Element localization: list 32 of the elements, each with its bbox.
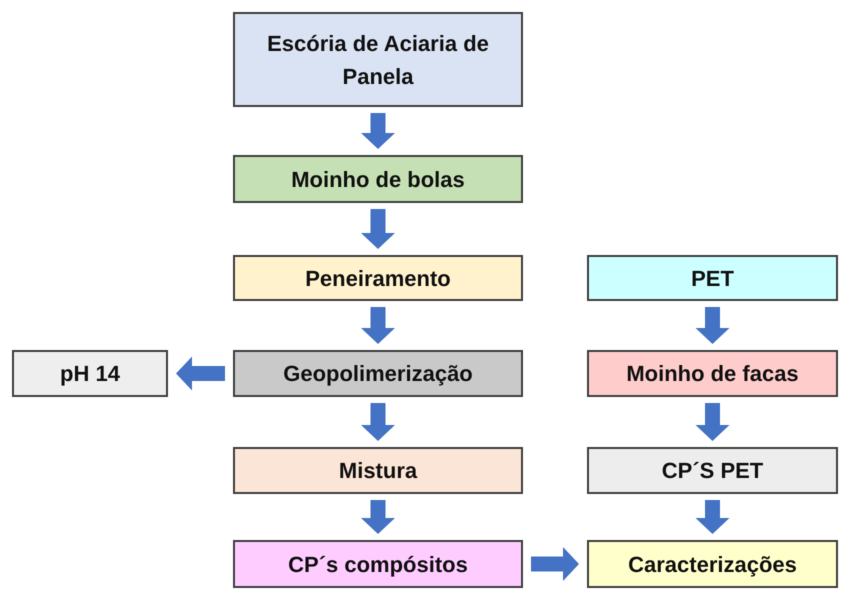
box-label: Peneiramento [305, 264, 451, 292]
box-label: CP´s compósitos [288, 550, 468, 579]
process-box [587, 350, 838, 397]
block-arrow [361, 403, 395, 441]
box-label: Mistura [338, 457, 418, 485]
block-arrow [696, 500, 730, 534]
block-arrow [361, 307, 395, 344]
block-arrow [696, 403, 730, 441]
process-box [233, 540, 523, 588]
process-box [233, 447, 523, 494]
block-arrow [361, 500, 395, 534]
process-box [587, 255, 838, 301]
process-box [233, 350, 523, 397]
process-box [12, 350, 168, 397]
box-label: Moinho de facas [626, 360, 799, 388]
process-box [587, 540, 838, 588]
process-box [233, 255, 523, 301]
process-box [233, 12, 523, 107]
box-label: Geopolimerização [283, 360, 473, 388]
box-label: Caracterizações [628, 550, 797, 579]
box-label: pH 14 [60, 360, 120, 388]
block-arrow [361, 209, 395, 249]
process-box [233, 155, 523, 203]
box-label: CP´S PET [662, 457, 764, 485]
box-label: PET [691, 264, 734, 292]
block-arrow [176, 356, 225, 390]
box-label: Escória de Aciaria de Panela [266, 30, 490, 90]
block-arrow [696, 307, 730, 344]
box-label: Moinho de bolas [291, 166, 465, 194]
process-box [587, 447, 838, 494]
block-arrow [361, 113, 395, 149]
block-arrow [531, 547, 579, 581]
